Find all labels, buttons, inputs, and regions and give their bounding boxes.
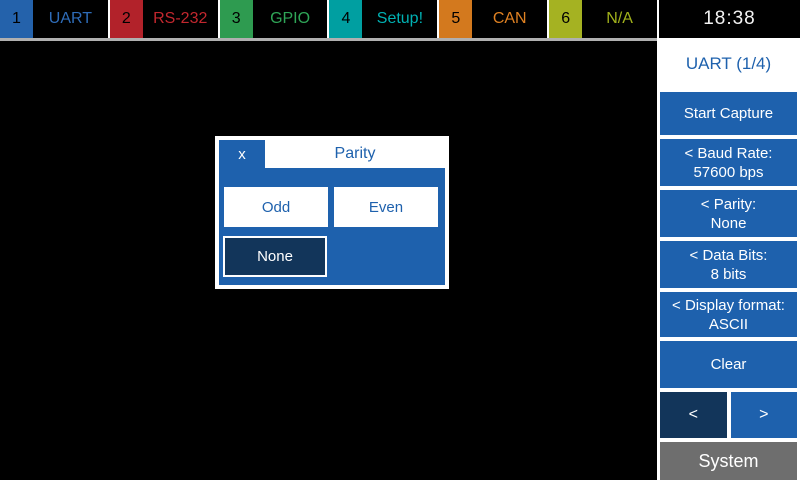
tab-number-badge: 2 [109, 0, 143, 38]
tab-number-badge: 1 [0, 0, 33, 38]
button-line: < Data Bits: [689, 246, 768, 264]
dialog-header: x Parity [219, 140, 445, 168]
dialog-title: Parity [265, 140, 445, 168]
tab-label: Setup! [376, 10, 424, 27]
tab-rs232[interactable]: 2 RS-232 [109, 0, 218, 38]
tab-number-badge: 5 [439, 0, 473, 38]
clock: 18:38 [658, 0, 800, 38]
tab-setup[interactable]: 4 Setup! [329, 0, 438, 38]
button-line: ASCII [708, 315, 749, 333]
content-row: x Parity Odd Even None UART (1/4) Start … [0, 38, 800, 480]
tab-can[interactable]: 5 CAN [439, 0, 548, 38]
start-capture-button[interactable]: Start Capture [660, 92, 797, 135]
pager-row: < > [660, 392, 797, 438]
tab-label: CAN [492, 10, 527, 27]
tab-na[interactable]: 6 N/A [549, 0, 657, 38]
tab-number-badge: 6 [549, 0, 583, 38]
display-format-button[interactable]: < Display format: ASCII [660, 292, 797, 337]
tab-gpio[interactable]: 3 GPIO [219, 0, 328, 38]
button-line: 57600 bps [693, 163, 764, 181]
tab-label: RS-232 [153, 10, 208, 27]
system-button[interactable]: System [660, 442, 797, 480]
next-page-button[interactable]: > [730, 392, 797, 438]
parity-dialog: x Parity Odd Even None [215, 136, 449, 289]
button-line: None [710, 214, 747, 232]
capture-display-area: x Parity Odd Even None [0, 41, 657, 480]
button-line: Clear [710, 356, 747, 373]
button-line: < Parity: [700, 195, 757, 213]
parity-button[interactable]: < Parity: None [660, 190, 797, 237]
dialog-body: Odd Even None [219, 168, 445, 285]
tab-number-badge: 4 [329, 0, 363, 38]
sidebar-title: UART (1/4) [685, 54, 772, 73]
tab-uart[interactable]: 1 UART [0, 0, 108, 38]
clear-button[interactable]: Clear [660, 341, 797, 388]
dialog-close-button[interactable]: x [219, 140, 265, 168]
tab-label: UART [48, 10, 93, 27]
button-line: < Display format: [672, 296, 785, 314]
tab-number-badge: 3 [219, 0, 253, 38]
tabbar-divider [0, 38, 657, 41]
main-area: x Parity Odd Even None [0, 38, 657, 480]
button-line: 8 bits [710, 265, 747, 283]
parity-option-odd[interactable]: Odd [224, 187, 328, 227]
tab-label: N/A [606, 10, 633, 27]
button-line: Start Capture [683, 105, 774, 122]
parity-option-none[interactable]: None [223, 236, 327, 277]
tab-label: GPIO [270, 10, 311, 27]
tab-bar: 1 UART 2 RS-232 3 GPIO 4 Setup! 5 CAN 6 … [0, 0, 800, 38]
button-line: < Baud Rate: [684, 144, 773, 162]
prev-page-button[interactable]: < [660, 392, 727, 438]
parity-option-even[interactable]: Even [334, 187, 438, 227]
sidebar: UART (1/4) Start Capture < Baud Rate: 57… [657, 38, 800, 480]
baud-rate-button[interactable]: < Baud Rate: 57600 bps [660, 139, 797, 186]
data-bits-button[interactable]: < Data Bits: 8 bits [660, 241, 797, 288]
